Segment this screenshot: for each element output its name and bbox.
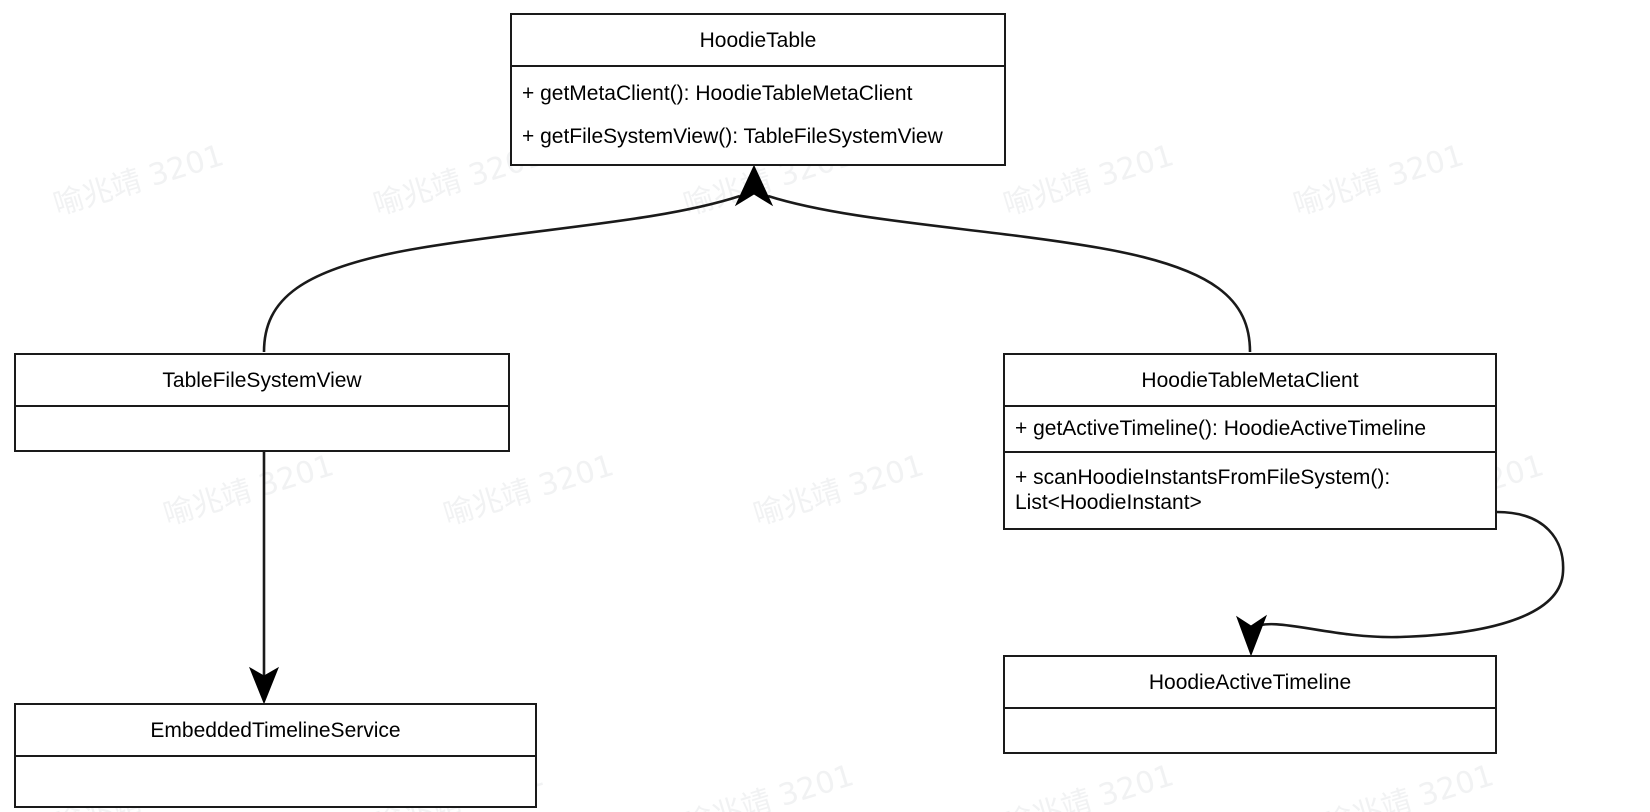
watermark-text: 喻兆靖 3201	[679, 758, 858, 812]
class-box-table-file-system-view[interactable]: TableFileSystemView	[14, 353, 510, 452]
arrowhead-icon	[734, 164, 774, 207]
class-title-hoodie-table-meta-client: HoodieTableMetaClient	[1141, 368, 1359, 392]
class-box-hoodie-table[interactable]: HoodieTable + getMetaClient(): HoodieTab…	[510, 13, 1006, 166]
class-box-hoodie-table-meta-client[interactable]: HoodieTableMetaClient + getActiveTimelin…	[1003, 353, 1497, 530]
class-members-hoodie-table-meta-client-first: + getActiveTimeline(): HoodieActiveTimel…	[1005, 405, 1495, 451]
class-member: + getFileSystemView(): TableFileSystemVi…	[522, 124, 943, 148]
edge-hoodie-table-meta-client-to-hoodie-active-timeline	[1251, 510, 1565, 639]
class-box-embedded-timeline-service[interactable]: EmbeddedTimelineService	[14, 703, 537, 808]
class-title-hoodie-table: HoodieTable	[699, 28, 817, 52]
watermark-text: 喻兆靖 3201	[49, 138, 228, 224]
watermark-text: 喻兆靖 3201	[999, 758, 1178, 812]
class-members-table-file-system-view	[16, 405, 508, 450]
watermark-text: 喻兆靖 3201	[1289, 138, 1468, 224]
edge-table-file-system-view-to-hoodie-table	[262, 194, 741, 353]
class-member: + getMetaClient(): HoodieTableMetaClient	[522, 81, 913, 105]
watermark-text: 喻兆靖 3201	[439, 448, 618, 534]
edge-hoodie-table-meta-client-to-hoodie-table	[767, 194, 1252, 353]
class-members-embedded-timeline-service	[16, 755, 535, 806]
watermark-text: 喻兆靖 3201	[159, 448, 338, 534]
class-member: + getActiveTimeline(): HoodieActiveTimel…	[1015, 416, 1427, 440]
watermark-text: 喻兆靖 3201	[1319, 758, 1498, 812]
watermark-text: 喻兆靖 3201	[999, 138, 1178, 224]
arrowhead-icon	[1236, 614, 1268, 657]
class-box-hoodie-active-timeline[interactable]: HoodieActiveTimeline	[1003, 655, 1497, 754]
watermark-text: 喻兆靖 3201	[749, 448, 928, 534]
arrowhead-icon	[249, 666, 279, 705]
class-members-hoodie-table-meta-client-second: + scanHoodieInstantsFromFileSystem(): Li…	[1005, 451, 1495, 528]
class-members-hoodie-table: + getMetaClient(): HoodieTableMetaClient…	[512, 65, 1004, 164]
class-title-table-file-system-view: TableFileSystemView	[162, 368, 362, 392]
class-title-embedded-timeline-service: EmbeddedTimelineService	[150, 718, 401, 742]
class-members-hoodie-active-timeline	[1005, 707, 1495, 752]
class-title-hoodie-active-timeline: HoodieActiveTimeline	[1148, 670, 1352, 694]
class-member: + scanHoodieInstantsFromFileSystem(): Li…	[1015, 465, 1391, 514]
